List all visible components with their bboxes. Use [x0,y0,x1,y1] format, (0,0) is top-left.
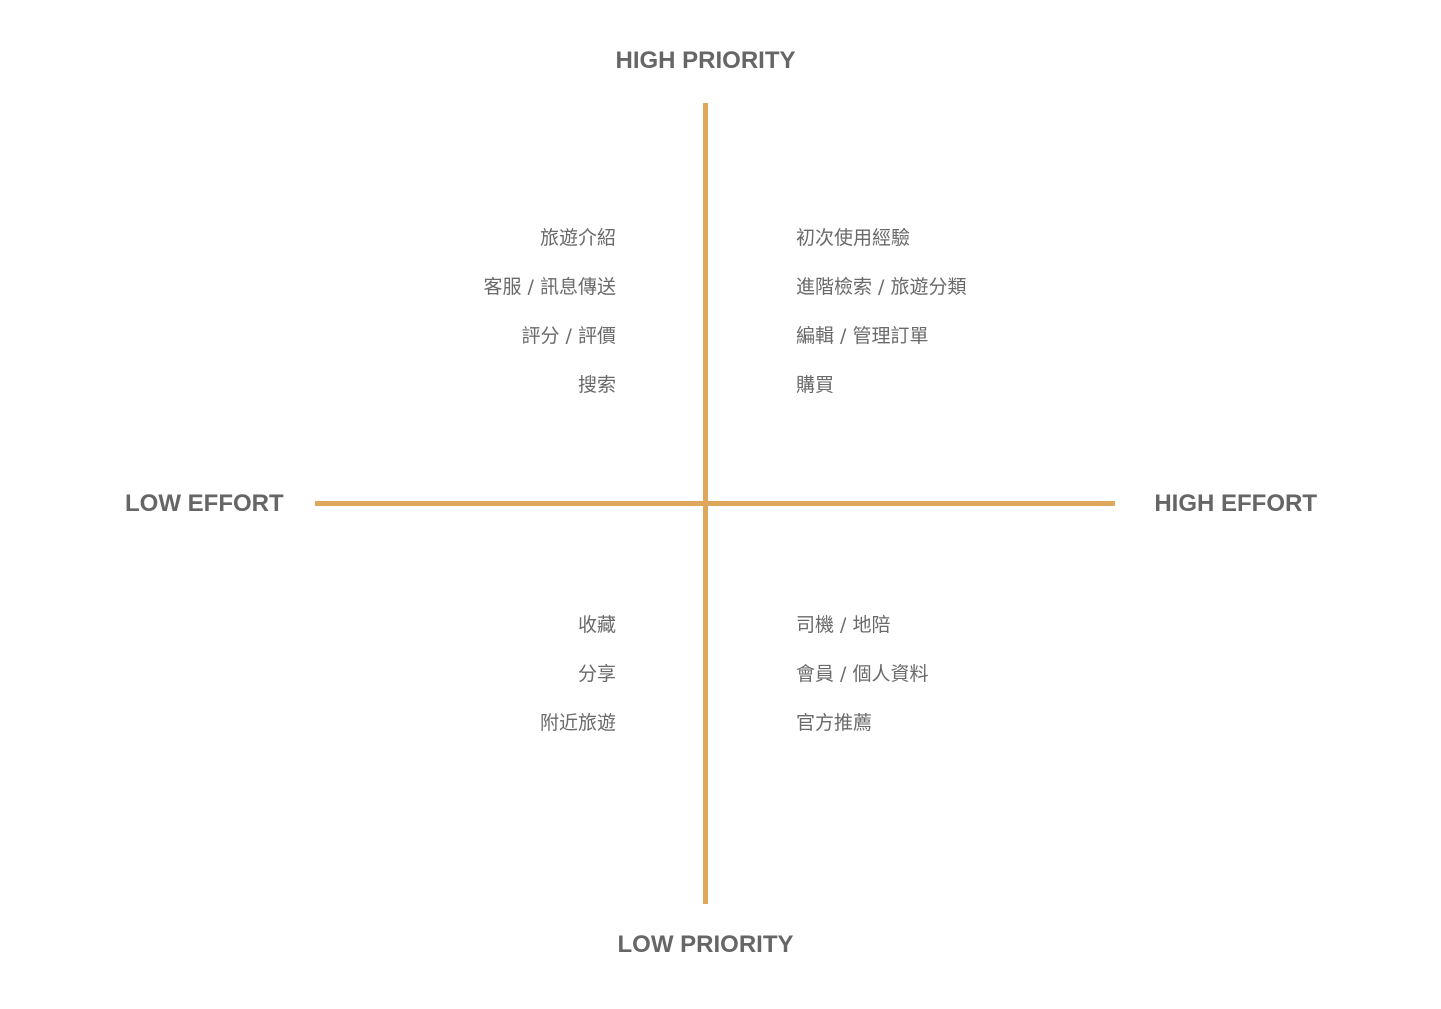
quadrant-item: 進階檢索 / 旅遊分類 [796,276,967,298]
quadrant-low-priority-high-effort: 司機 / 地陪 會員 / 個人資料 官方推薦 [796,612,928,759]
axis-label-high-priority: HIGH PRIORITY [615,47,796,74]
quadrant-item: 司機 / 地陪 [796,614,891,636]
axis-label-high-effort: HIGH EFFORT [1154,490,1317,517]
quadrant-item: 分享 [577,663,616,685]
quadrant-item: 評分 / 評價 [521,325,616,347]
quadrant-item: 編輯 / 管理訂單 [796,325,929,347]
quadrant-item: 旅遊介紹 [539,227,616,249]
axis-label-low-effort: LOW EFFORT [125,490,284,517]
effort-axis-line [315,501,1115,506]
quadrant-item: 客服 / 訊息傳送 [483,276,616,298]
quadrant-item: 附近旅遊 [539,712,616,734]
quadrant-high-priority-low-effort: 旅遊介紹 客服 / 訊息傳送 評分 / 評價 搜索 [484,225,616,421]
quadrant-item: 收藏 [577,614,616,636]
quadrant-low-priority-low-effort: 收藏 分享 附近旅遊 [540,612,616,759]
quadrant-item: 初次使用經驗 [796,227,911,249]
quadrant-high-priority-high-effort: 初次使用經驗 進階檢索 / 旅遊分類 編輯 / 管理訂單 購買 [796,225,966,421]
quadrant-item: 官方推薦 [796,712,873,734]
axis-label-low-priority: LOW PRIORITY [617,931,794,958]
quadrant-item: 會員 / 個人資料 [796,663,929,685]
quadrant-item: 購買 [796,374,835,396]
quadrant-item: 搜索 [577,374,616,396]
